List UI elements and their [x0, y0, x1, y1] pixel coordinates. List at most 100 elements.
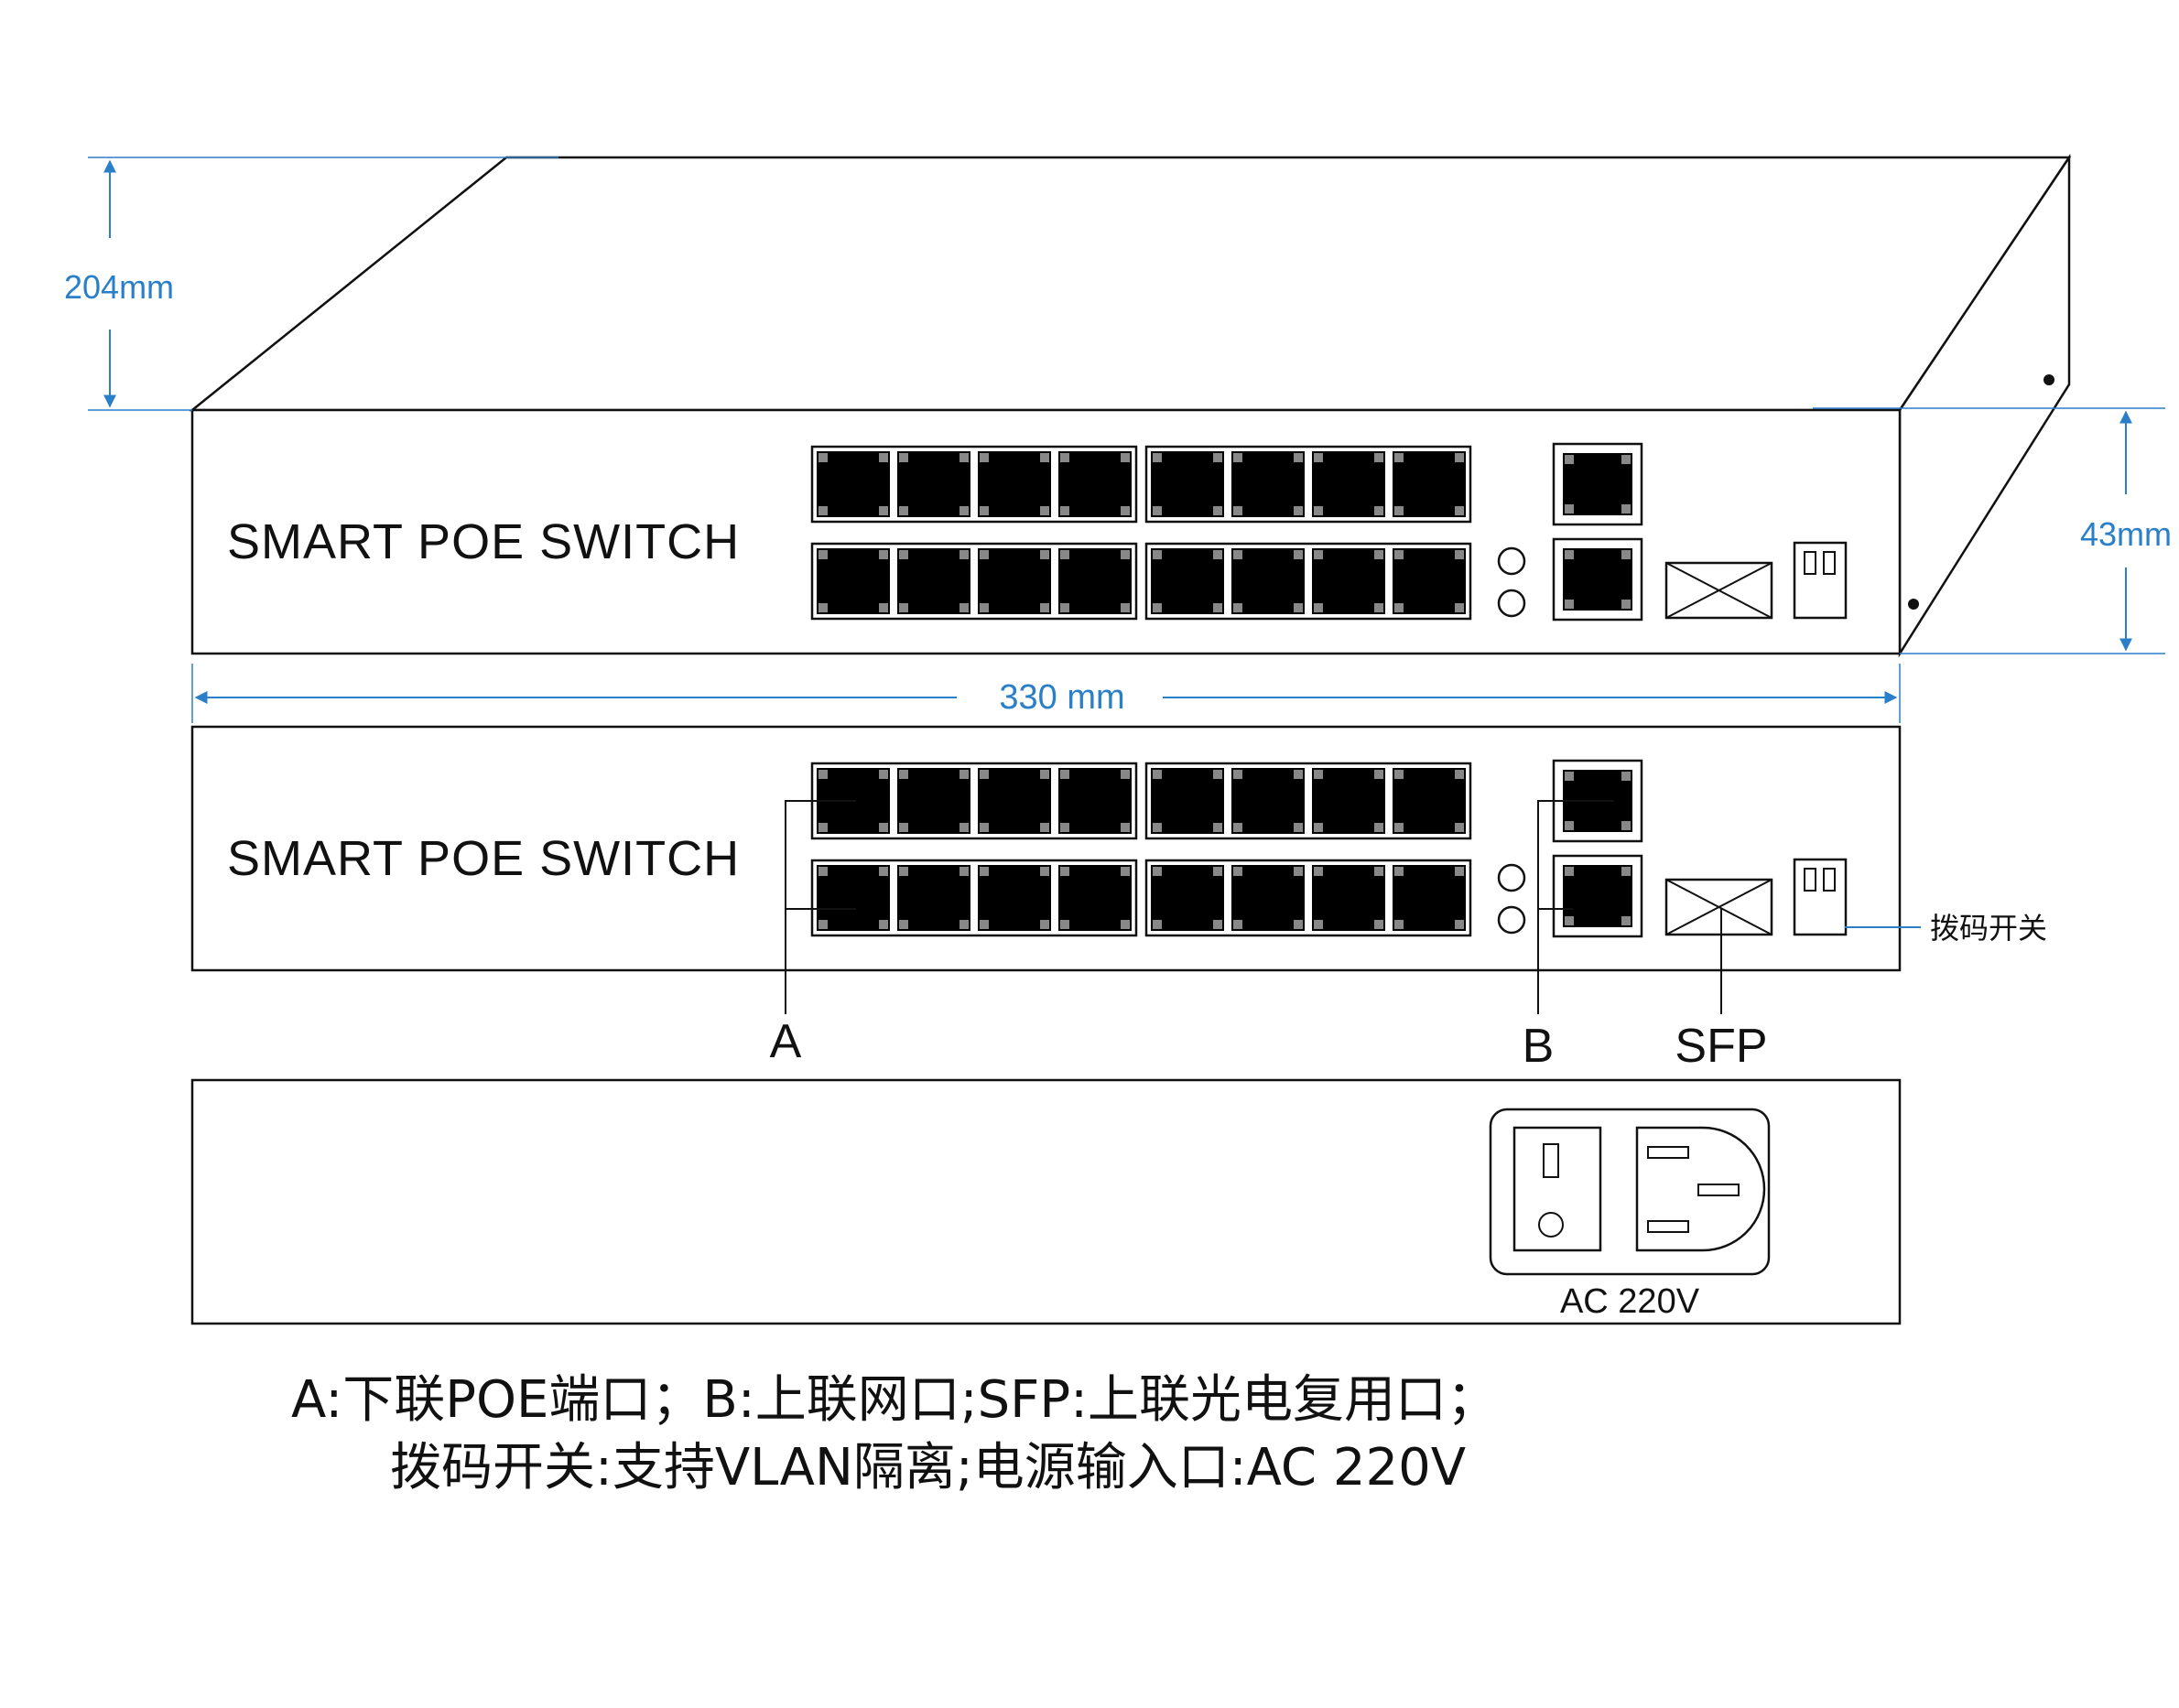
port-led: [1233, 603, 1242, 612]
port-led: [879, 603, 888, 612]
port-led: [1565, 455, 1574, 464]
port-led: [1374, 550, 1383, 559]
port-jack: [897, 548, 970, 614]
port-led: [1153, 453, 1162, 462]
port-led: [1565, 550, 1574, 559]
callout-b-label: B: [1523, 1020, 1555, 1073]
port-led: [959, 867, 969, 876]
port-led: [1374, 770, 1383, 779]
port-led: [818, 453, 828, 462]
port-jack: [1312, 548, 1385, 614]
status-led: [1497, 589, 1526, 618]
port-jack: [1058, 768, 1132, 834]
port-led: [879, 823, 888, 832]
port-led: [818, 770, 828, 779]
port-led: [1394, 506, 1404, 515]
port-led: [959, 550, 969, 559]
port-jack: [1563, 548, 1632, 611]
port-led: [1233, 506, 1242, 515]
port-led: [818, 603, 828, 612]
port-led: [1121, 550, 1130, 559]
chassis-top-face: [189, 156, 2072, 412]
rj45-port: [897, 865, 970, 931]
port-led: [1394, 453, 1404, 462]
port-jack: [817, 451, 890, 517]
port-led: [1233, 453, 1242, 462]
power-inlet-icon: [1635, 1126, 1766, 1252]
port-jack: [1231, 451, 1305, 517]
port-jack: [1312, 865, 1385, 931]
status-led: [1497, 863, 1526, 892]
port-led: [818, 550, 828, 559]
rj45-port: [1231, 451, 1305, 517]
port-jack: [1563, 865, 1632, 927]
dip-lever: [1823, 868, 1836, 892]
height-label: 43mm: [2080, 515, 2172, 553]
port-led: [1233, 920, 1242, 929]
port-led: [1060, 550, 1069, 559]
port-led: [959, 506, 969, 515]
port-led: [980, 770, 989, 779]
port-jack: [1393, 548, 1466, 614]
port-led: [879, 550, 888, 559]
port-led: [1565, 772, 1574, 781]
port-led: [1455, 867, 1464, 876]
rj45-port: [1058, 548, 1132, 614]
port-led: [959, 770, 969, 779]
port-led: [1121, 920, 1130, 929]
rj45-port: [817, 451, 890, 517]
port-jack: [897, 865, 970, 931]
port-led: [980, 603, 989, 612]
rj45-port: [978, 451, 1051, 517]
port-led: [1374, 867, 1383, 876]
port-jack: [1393, 865, 1466, 931]
port-led: [1455, 603, 1464, 612]
port-jack: [1151, 768, 1224, 834]
port-led: [899, 920, 908, 929]
port-jack: [817, 548, 890, 614]
callout-dip-label: 拨码开关: [1930, 911, 2047, 946]
port-led: [1040, 506, 1049, 515]
port-led: [1060, 867, 1069, 876]
rj45-port: [1231, 865, 1305, 931]
port-led: [899, 603, 908, 612]
rj45-port: [1058, 768, 1132, 834]
rj45-port: [978, 768, 1051, 834]
port-led: [1621, 916, 1631, 925]
port-led: [1294, 453, 1303, 462]
port-led: [1394, 823, 1404, 832]
rj45-port: [897, 548, 970, 614]
port-led: [1374, 453, 1383, 462]
port-led: [1153, 770, 1162, 779]
brand-text: SMART POE SWITCH: [227, 514, 740, 569]
height-dimension: 43mm: [1813, 407, 2172, 654]
port-led: [1314, 453, 1323, 462]
port-led: [1153, 867, 1162, 876]
port-led: [1621, 821, 1631, 830]
legend-line-1: A:下联POE端口；B:上联网口;SFP:上联光电复用口；: [291, 1370, 1498, 1430]
port-jack: [978, 865, 1051, 931]
port-led: [1621, 550, 1631, 559]
port-led: [1213, 823, 1222, 832]
front-panel-view: SMART POE SWITCH: [190, 725, 1902, 972]
port-led: [1153, 920, 1162, 929]
port-led: [1153, 506, 1162, 515]
port-led: [959, 920, 969, 929]
port-led: [1233, 550, 1242, 559]
status-led: [1497, 905, 1526, 935]
port-led: [1233, 770, 1242, 779]
port-led: [1314, 867, 1323, 876]
port-led: [1121, 453, 1130, 462]
port-jack: [897, 451, 970, 517]
port-led: [1621, 455, 1631, 464]
port-led: [1213, 506, 1222, 515]
port-jack: [1393, 451, 1466, 517]
rj45-port: [978, 548, 1051, 614]
poe-port-block: [810, 445, 1472, 621]
rj45-port: [1151, 451, 1224, 517]
rj45-port: [1393, 451, 1466, 517]
port-jack: [1563, 453, 1632, 515]
port-jack: [1231, 768, 1305, 834]
port-led: [1455, 823, 1464, 832]
